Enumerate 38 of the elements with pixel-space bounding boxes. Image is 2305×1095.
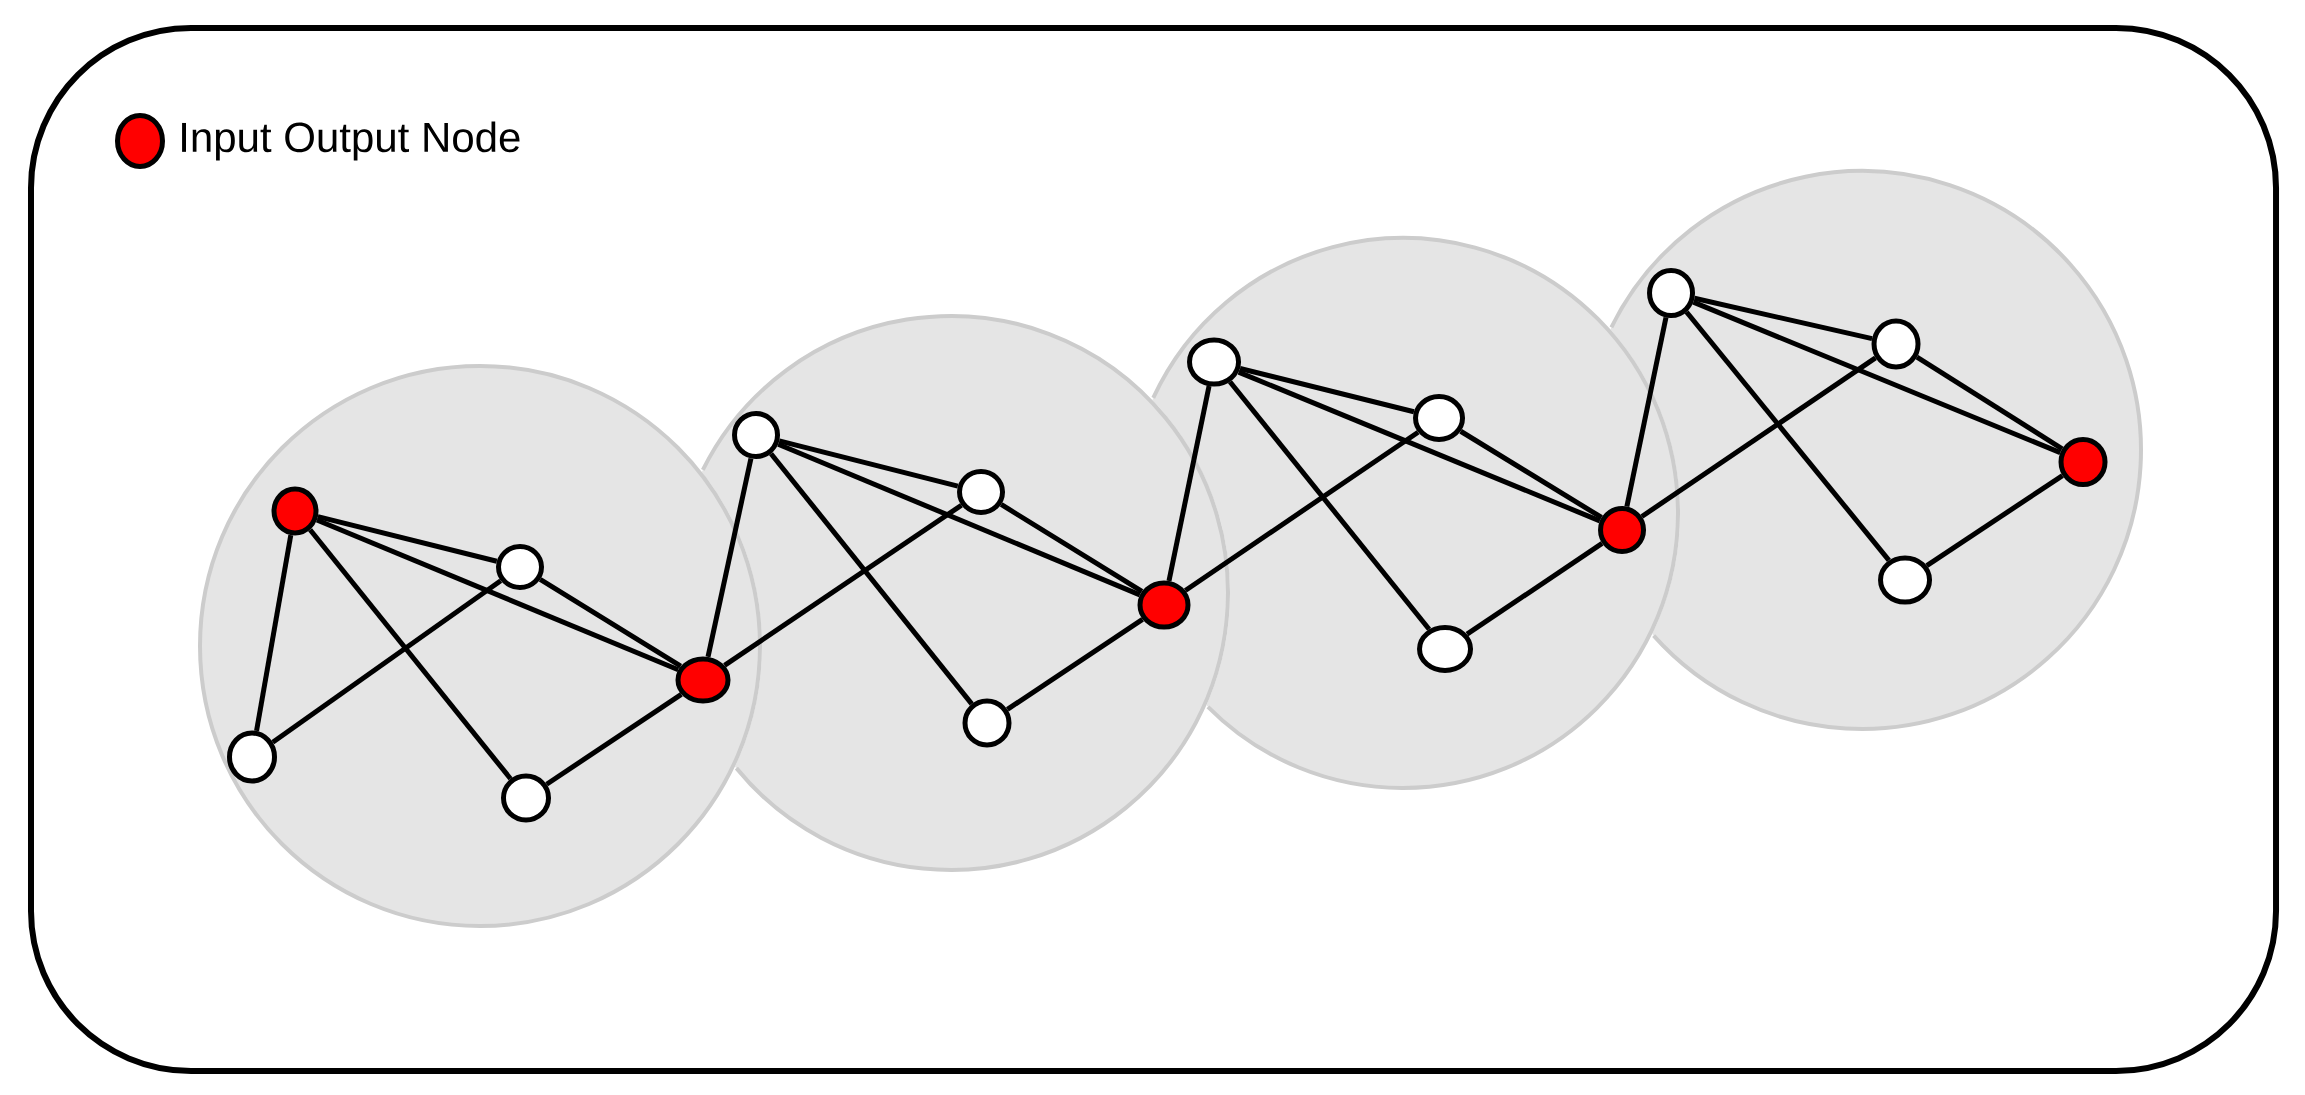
edge-line [271,578,503,745]
legend-label: Input Output Node [182,121,520,161]
edge-line [723,503,963,668]
graph-node [1871,318,1921,370]
graph-node [271,486,319,536]
edge-line [1693,295,1873,341]
cluster-circle [1609,169,2143,731]
edge-line [1684,310,1891,562]
edge-line [778,438,959,489]
edge-line [317,514,498,564]
edge-line [315,517,680,673]
cluster-circle [1151,236,1680,790]
edge-line [1465,541,1604,637]
edge-line [1640,355,1877,519]
edge-line [777,441,1141,598]
edge-line [1183,430,1420,593]
cluster-circle [198,364,762,928]
edge-line [1624,316,1669,507]
edge-line [1925,473,2064,568]
graph-node [962,698,1012,748]
edge-line [1228,380,1432,631]
edge-line [545,692,683,787]
edge-line [308,528,513,781]
edge-line [1459,429,1603,520]
edge-line [538,577,683,669]
cluster-circle [701,314,1230,872]
edge-line [1237,369,1601,524]
edge-line [1239,366,1415,415]
edge-line [769,452,974,706]
edge-line [254,534,294,732]
graph-node [1137,580,1191,630]
graph-node [675,656,731,704]
edge-line [1006,617,1144,712]
edge-line [1915,355,2064,451]
edge-line [999,502,1144,594]
edge-line [1166,385,1212,582]
edge-line [1692,299,2062,455]
edge-line [705,457,754,658]
